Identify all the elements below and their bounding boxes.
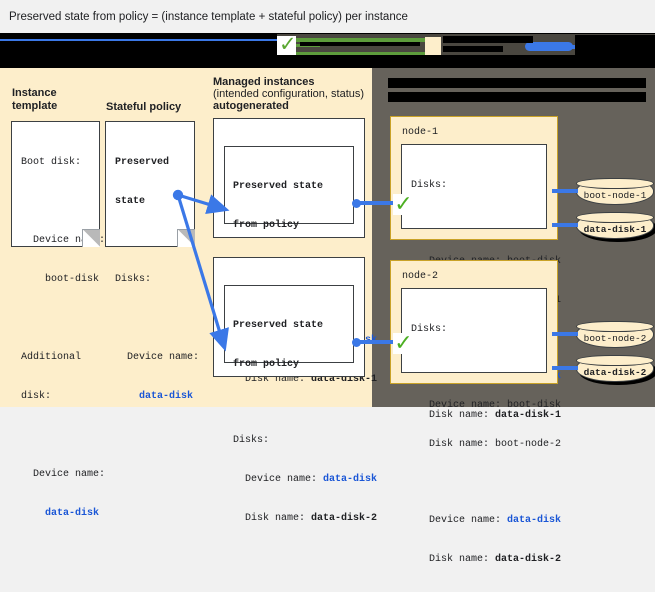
stateful-disks-label: Disks: [115,274,152,285]
disk-cylinder-label: data-disk-2 [583,366,647,378]
runtime-boot-disk-name: Disk name: boot-node-2 [411,439,562,450]
banner-tan-swatch [425,37,441,55]
connector-dot [172,189,184,201]
diagram-stage: Instance template Boot disk: Device name… [0,68,655,565]
caption-text: Preserved state from policy = (instance … [9,10,408,23]
stateful-device-name-value: data-disk [115,391,194,402]
managed-instances-title-line1: Managed instances [213,76,315,88]
instance-template-title-line1: Instance [12,87,57,99]
connector-dot [352,338,361,347]
preserved-state-heading-line1: Preserved state [233,181,324,192]
preserved-state-heading-line2: state [115,196,146,207]
managed-instances-title: Managed instances (intended configuratio… [213,76,364,112]
disk-connector [552,223,578,227]
runtime-data-device-name-value: data-disk [507,515,562,526]
additional-device-name-label: Device name: [21,469,106,480]
runtime-node-name: node-2 [402,271,439,282]
banner-check-box [277,36,296,55]
disk-cylinder-icon: boot-node-2 [576,321,654,348]
redaction-bar [300,42,420,46]
inner-disk-name-label: Disk name: [233,513,312,524]
note-fold-corner [82,229,100,247]
runtime-data-disk-name-label: Disk name: [411,554,496,565]
instance-to-runtime-connector [357,201,394,205]
inner-device-name-label: Device name: [233,474,324,485]
banner-green-bar-1 [294,38,432,42]
boot-device-name-value: boot-disk [21,274,100,285]
disk-cylinder-icon: data-disk-1 [576,212,654,239]
runtime-disks-label: Disks: [411,324,448,335]
preserved-state-heading-line1: Preserved state [233,320,324,331]
page-caption: Preserved state from policy = (instance … [0,0,655,33]
inner-disk-name-label: Disk name: [233,374,312,385]
connector-dot [352,199,361,208]
policy-arrows [172,189,230,352]
disk-cylinder-icon: boot-node-1 [576,178,654,205]
instance-to-runtime-connector [357,340,394,344]
runtime-boot-device-name: Device name: boot-disk [411,400,562,411]
disk-cylinder-label: boot-node-1 [583,189,647,201]
disk-cylinder-label: boot-node-2 [583,332,647,344]
legend-banner-redacted: ✓ [0,33,655,68]
stateful-policy-title: Stateful policy [106,101,181,114]
stateful-policy-title-text: Stateful policy [106,101,182,113]
managed-instances-title-line2: (intended configuration, status) [213,88,365,100]
disk-connector [552,366,578,370]
redaction-bar [388,78,646,88]
banner-blue-bar [545,45,575,49]
additional-device-name-value: data-disk [21,508,100,519]
redaction-bar [388,92,646,102]
arrow-policy-to-node2 [176,194,229,352]
managed-instances-title-line3: autogenerated [213,100,289,112]
stateful-policy-note: Preserved state Disks: Device name: data… [105,121,199,402]
redaction-bar [443,36,533,43]
stateful-device-name-label: Device name: [115,352,200,363]
inner-disk-name-value: data-disk-2 [311,513,378,524]
runtime-node-name: node-1 [402,127,439,138]
redaction-bar [0,55,655,67]
disk-connector [552,189,578,193]
inner-disks-label: Disks: [233,435,270,446]
redaction-bar [443,46,503,52]
instance-template-title: Instance template [12,87,57,113]
runtime-data-device-name-label: Device name: [411,515,508,526]
preserved-state-heading-line2: from policy [233,359,300,370]
preserved-state-heading-line1: Preserved [115,157,170,168]
check-icon: ✓ [394,192,413,217]
runtime-data-disk-name-value: data-disk-2 [495,554,562,565]
inner-device-name-value: data-disk [323,474,378,485]
inner-disk-name-value: data-disk-1 [311,374,378,385]
boot-disk-label: Boot disk: [21,157,82,168]
instance-template-title-line2: template [12,100,58,112]
additional-disk-label-line1: Additional [21,352,82,363]
additional-disk-label-line2: disk: [21,391,52,402]
status-check-badge: ✓ [393,331,414,356]
disk-cylinder-label: data-disk-1 [583,223,647,235]
check-icon: ✓ [394,331,413,356]
disk-connector [552,332,578,336]
banner-green-bar-3 [294,52,430,55]
check-icon: ✓ [279,33,297,56]
arrow-policy-to-node1 [177,193,230,214]
preserved-state-heading-line2: from policy [233,220,300,231]
runtime-disks-label: Disks: [411,180,448,191]
disk-cylinder-icon: data-disk-2 [576,355,654,382]
status-check-badge: ✓ [393,192,414,217]
